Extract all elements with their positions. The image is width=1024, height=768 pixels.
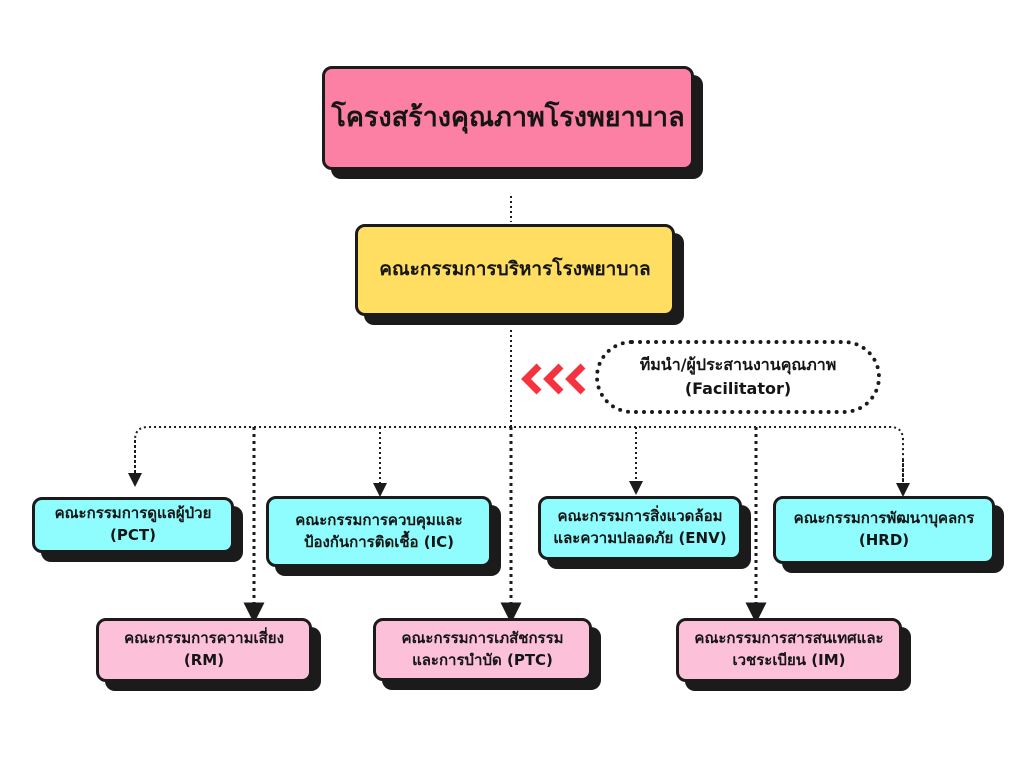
facilitator-box: ทีมนำ/ผู้ประสานงานคุณภาพ (Facilitator)	[595, 340, 881, 414]
branch-bus-line	[134, 426, 904, 488]
committee-pct-box: คณะกรรมการดูแลผู้ป่วย (PCT)	[32, 497, 234, 553]
committee-rm-label: คณะกรรมการความเสี่ยง (RM)	[124, 629, 284, 669]
executive-committee-box: คณะกรรมการบริหารโรงพยาบาล	[355, 224, 675, 316]
facilitator-label: ทีมนำ/ผู้ประสานงานคุณภาพ (Facilitator)	[639, 355, 837, 398]
committee-ic-label: คณะกรรมการควบคุมและ ป้องกันการติดเชื้อ (…	[295, 510, 463, 551]
committee-ic-box: คณะกรรมการควบคุมและ ป้องกันการติดเชื้อ (…	[266, 496, 492, 567]
committee-env-box: คณะกรรมการสิ่งแวดล้อม และความปลอดภัย (EN…	[538, 496, 742, 560]
committee-env-label: คณะกรรมการสิ่งแวดล้อม และความปลอดภัย (EN…	[553, 507, 727, 547]
committee-rm-box: คณะกรรมการความเสี่ยง (RM)	[96, 618, 312, 682]
committee-hrd-label: คณะกรรมการพัฒนาบุคลกร (HRD)	[793, 509, 975, 549]
red-chevrons-icon	[521, 363, 586, 395]
committee-pct-label: คณะกรรมการดูแลผู้ป่วย (PCT)	[54, 504, 212, 544]
executive-committee-label: คณะกรรมการบริหารโรงพยาบาล	[379, 258, 651, 281]
page-title: โครงสร้างคุณภาพโรงพยาบาล	[331, 102, 685, 134]
title-box: โครงสร้างคุณภาพโรงพยาบาล	[322, 66, 694, 170]
committee-hrd-box: คณะกรรมการพัฒนาบุคลกร (HRD)	[773, 496, 995, 564]
committee-ptc-box: คณะกรรมการเภสัชกรรม และการบำบัด (PTC)	[373, 618, 592, 681]
committee-im-box: คณะกรรมการสารสนเทศและ เวชระเบียน (IM)	[676, 618, 902, 682]
committee-im-label: คณะกรรมการสารสนเทศและ เวชระเบียน (IM)	[694, 629, 884, 669]
committee-ptc-label: คณะกรรมการเภสัชกรรม และการบำบัด (PTC)	[401, 628, 564, 669]
